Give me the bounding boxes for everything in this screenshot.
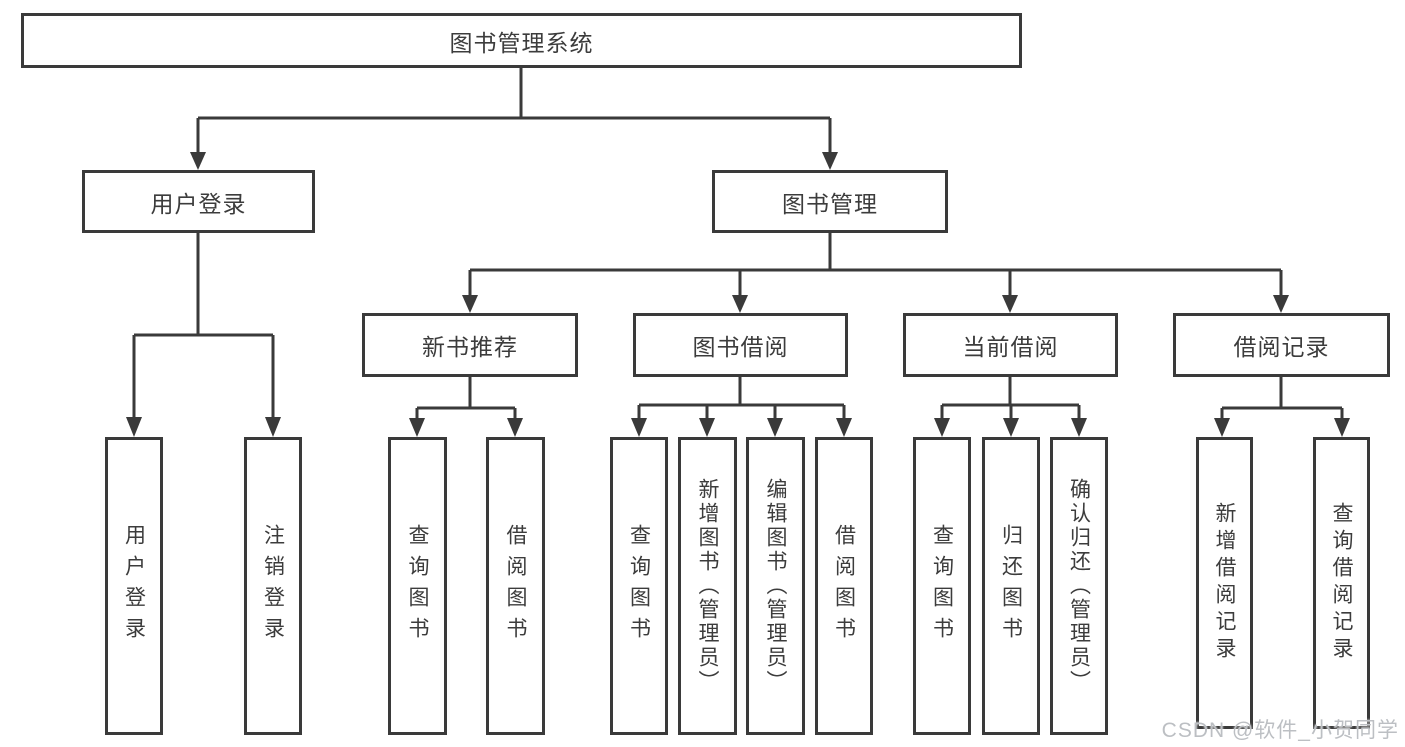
leaf-confirm-return-admin: 确认归还（管理员） bbox=[1050, 437, 1108, 735]
leaf-query-books-newbook: 查询图书 bbox=[388, 437, 447, 735]
node-borrowing-records: 借阅记录 bbox=[1173, 313, 1390, 377]
node-library-management-system: 图书管理系统 bbox=[21, 13, 1022, 68]
leaf-user-login: 用户登录 bbox=[105, 437, 163, 735]
leaf-logout: 注销登录 bbox=[244, 437, 302, 735]
csdn-watermark: CSDN @软件_小贺同学 bbox=[1161, 719, 1399, 742]
leaf-query-books-current: 查询图书 bbox=[913, 437, 971, 735]
leaf-query-borrow-record: 查询借阅记录 bbox=[1313, 437, 1370, 729]
node-user-login: 用户登录 bbox=[82, 170, 315, 233]
leaf-edit-books-admin: 编辑图书（管理员） bbox=[746, 437, 805, 735]
leaf-borrow-books: 借阅图书 bbox=[815, 437, 873, 735]
leaf-borrow-books-newbook: 借阅图书 bbox=[486, 437, 545, 735]
leaf-add-borrow-record: 新增借阅记录 bbox=[1196, 437, 1253, 729]
leaf-query-books-borrowing: 查询图书 bbox=[610, 437, 668, 735]
leaf-return-books: 归还图书 bbox=[982, 437, 1040, 735]
node-current-borrowing: 当前借阅 bbox=[903, 313, 1118, 377]
arrowhead-icons bbox=[126, 152, 1350, 437]
leaf-add-books-admin: 新增图书（管理员） bbox=[678, 437, 737, 735]
node-book-management: 图书管理 bbox=[712, 170, 948, 233]
node-book-borrowing: 图书借阅 bbox=[633, 313, 848, 377]
node-new-book-recommendation: 新书推荐 bbox=[362, 313, 578, 377]
